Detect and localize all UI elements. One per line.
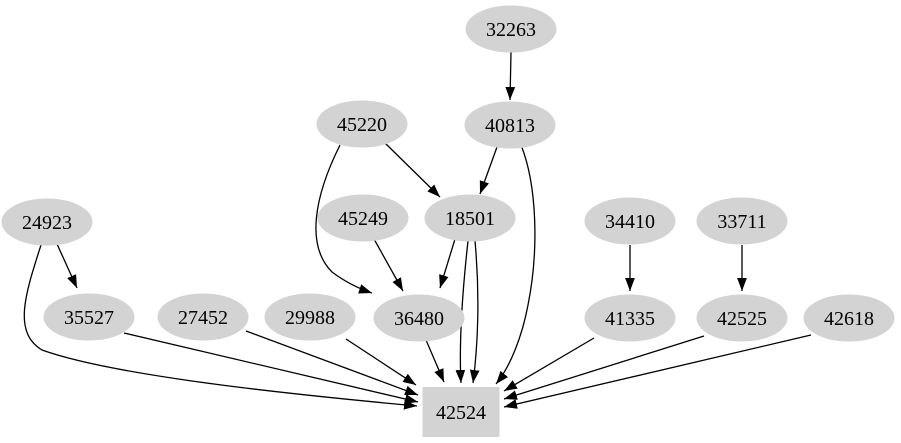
graph-edge-18501-36480 [439,238,456,289]
graph-node-40813: 40813 [464,101,556,149]
node-label: 45220 [337,114,387,136]
graph-node-18501: 18501 [424,194,516,242]
graph-edge-29988-42524 [345,338,417,386]
graph-edge-45220-36480 [315,144,373,294]
graph-edge-24923-42524 [23,244,418,410]
node-label: 42524 [436,402,486,424]
graph-node-45220: 45220 [316,100,408,148]
node-ellipse-shape [316,100,408,148]
node-ellipse-shape [803,294,895,342]
node-label: 41335 [605,308,655,330]
node-label: 45249 [338,208,388,230]
graph-edge-36480-42524 [425,339,445,383]
node-label: 42618 [824,308,874,330]
node-label: 35527 [64,307,114,329]
graph-edge-40813-18501 [479,146,498,195]
node-ellipse-shape [584,294,676,342]
node-label: 34410 [605,211,655,233]
node-box-shape [422,387,500,437]
graph-edge-24923-35527 [56,243,78,289]
node-ellipse-shape [424,194,516,242]
graph-edge-45249-36480 [373,238,404,292]
graph-edge-45220-18501 [384,142,441,198]
graph-node-32263: 32263 [465,5,557,53]
graph-node-33711: 33711 [696,197,788,245]
node-ellipse-shape [465,5,557,53]
node-label: 33711 [717,211,766,233]
graph-node-35527: 35527 [43,293,135,341]
graph-node-42524: 42524 [422,387,500,437]
graph-edge-27452-42524 [245,330,419,396]
node-ellipse-shape [696,197,788,245]
node-label: 32263 [486,19,536,41]
graph-edge-35527-42524 [123,332,419,404]
node-label: 42525 [717,308,767,330]
node-label: 24923 [22,212,72,234]
graph-edge-32263-40813 [505,51,516,101]
graph-node-29988: 29988 [264,293,356,341]
node-ellipse-shape [264,293,356,341]
node-ellipse-shape [373,294,465,342]
node-ellipse-shape [584,197,676,245]
graph-edge-42618-42524 [503,334,812,409]
node-label: 40813 [485,115,535,137]
node-ellipse-shape [696,294,788,342]
graph-node-34410: 34410 [584,197,676,245]
graph-node-41335: 41335 [584,294,676,342]
graph-node-42525: 42525 [696,294,788,342]
graph-edge-40813-42524 [495,144,536,385]
graph-node-24923: 24923 [1,198,93,246]
graph-node-42618: 42618 [803,294,895,342]
graph-node-45249: 45249 [317,194,409,242]
node-ellipse-shape [464,101,556,149]
node-ellipse-shape [317,194,409,242]
graph-edge-41335-42524 [503,337,595,392]
node-ellipse-shape [1,198,93,246]
graph-node-27452: 27452 [157,293,249,341]
node-ellipse-shape [43,293,135,341]
node-label: 29988 [285,307,335,329]
node-ellipse-shape [157,293,249,341]
node-label: 18501 [445,208,495,230]
node-label: 27452 [178,307,228,329]
node-label: 36480 [394,308,444,330]
graph-node-36480: 36480 [373,294,465,342]
graph-edge-42525-42524 [503,335,705,400]
graph-edge-18501-42524 [469,240,480,384]
